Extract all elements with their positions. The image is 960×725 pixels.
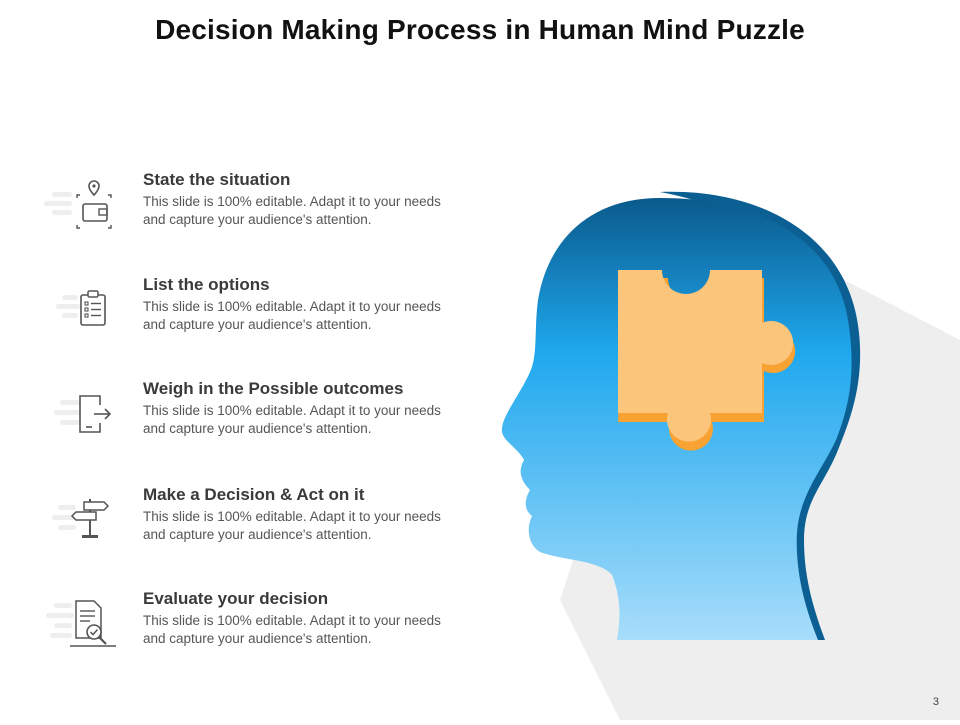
process-step-5: Evaluate your decision This slide is 100…: [40, 589, 480, 669]
page-number: 3: [932, 696, 939, 708]
wallet-location-icon: [40, 170, 120, 230]
step-description: This slide is 100% editable. Adapt it to…: [143, 299, 441, 332]
step-description: This slide is 100% editable. Adapt it to…: [143, 194, 441, 227]
step-description: This slide is 100% editable. Adapt it to…: [143, 613, 441, 646]
puzzle-piece: [618, 270, 794, 442]
step-description: This slide is 100% editable. Adapt it to…: [143, 403, 441, 436]
step-heading: State the situation: [143, 170, 291, 189]
step-heading: Make a Decision & Act on it: [143, 485, 365, 504]
step-heading: List the options: [143, 275, 270, 294]
process-step-2: List the options This slide is 100% edit…: [40, 275, 480, 355]
step-description: This slide is 100% editable. Adapt it to…: [143, 509, 441, 542]
clipboard-checklist-icon: [40, 275, 120, 335]
step-heading: Evaluate your decision: [143, 589, 329, 608]
slide-title: Decision Making Process in Human Mind Pu…: [155, 14, 805, 45]
document-search-check-icon: [40, 589, 120, 649]
step-heading: Weigh in the Possible outcomes: [143, 379, 404, 398]
process-step-3: Weigh in the Possible outcomes This slid…: [40, 379, 480, 459]
door-exit-icon: [40, 379, 120, 439]
process-step-4: Make a Decision & Act on it This slide i…: [40, 485, 480, 565]
human-head-puzzle-illustration: [480, 180, 960, 720]
signpost-icon: [40, 485, 120, 545]
process-step-1: State the situation This slide is 100% e…: [40, 170, 480, 250]
